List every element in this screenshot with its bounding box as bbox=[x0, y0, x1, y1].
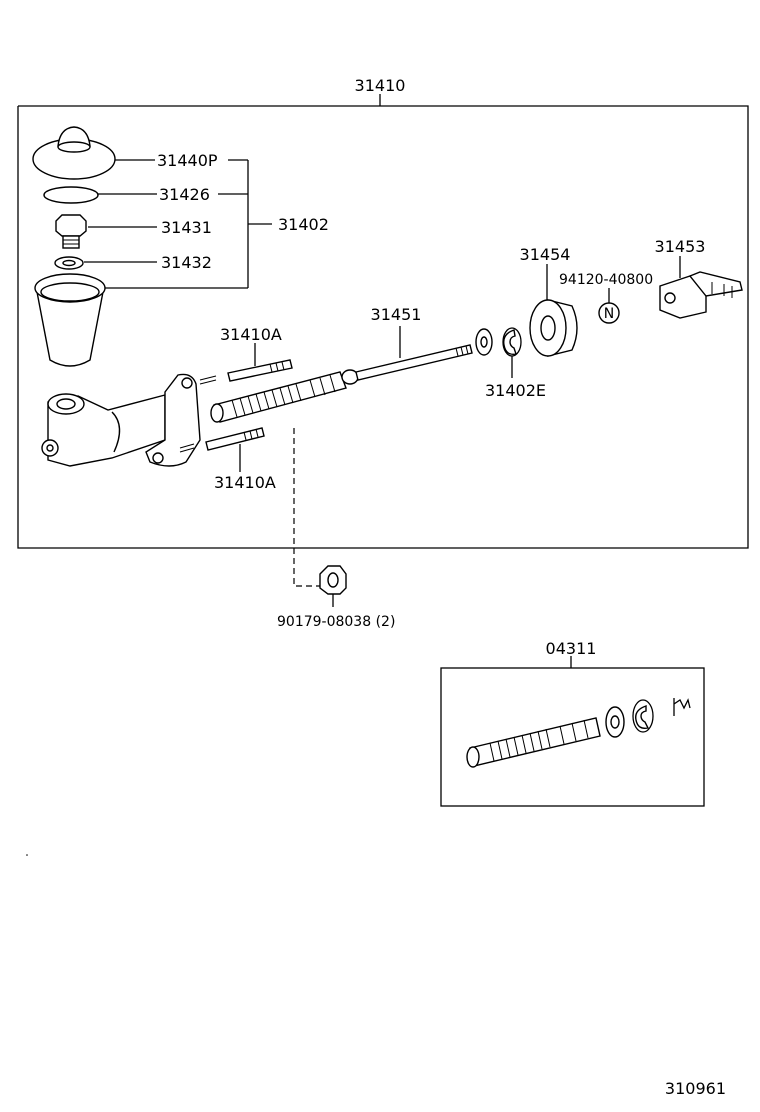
label-stud-lower: 31410A bbox=[214, 473, 276, 492]
label-kit: 04311 bbox=[546, 639, 597, 658]
kit-washer-part bbox=[605, 706, 625, 738]
label-union-bolt: 31431 bbox=[161, 218, 212, 237]
label-stud-upper: 31410A bbox=[220, 325, 282, 344]
label-nut-part: 94120-40800 bbox=[559, 272, 653, 288]
kit-spring-clip-part bbox=[673, 698, 691, 716]
label-cap-gasket: 31426 bbox=[159, 185, 210, 204]
union-gasket-part bbox=[54, 256, 84, 270]
clevis-part bbox=[659, 271, 743, 319]
cap-gasket-part bbox=[43, 186, 99, 204]
mount-dashed-leader bbox=[293, 428, 322, 587]
label-clevis: 31453 bbox=[655, 237, 706, 256]
label-reservoir-cap: 31440P bbox=[157, 151, 218, 170]
reservoir-leaders bbox=[84, 159, 272, 289]
label-push-rod: 31451 bbox=[371, 305, 422, 324]
label-mount-nut: 90179-08038 (2) bbox=[277, 614, 395, 630]
label-union-gasket: 31432 bbox=[161, 253, 212, 272]
piston-assembly-part bbox=[210, 371, 347, 423]
snap-ring-part bbox=[502, 327, 522, 357]
boot-part bbox=[529, 299, 578, 357]
nut-marker: N bbox=[598, 302, 620, 324]
assembly-frame bbox=[17, 94, 749, 549]
washer-part bbox=[475, 328, 493, 356]
cylinder-body-part bbox=[41, 373, 217, 467]
mount-nut-part bbox=[319, 565, 347, 595]
label-assembly: 31410 bbox=[355, 76, 406, 95]
label-reservoir-set: 31402 bbox=[278, 215, 329, 234]
diagram-id: 310961 bbox=[665, 1079, 726, 1098]
kit-piston-part bbox=[466, 717, 601, 768]
reservoir-part bbox=[34, 273, 106, 367]
stud-lower-part bbox=[205, 427, 265, 451]
push-rod-part bbox=[341, 344, 473, 385]
label-boot: 31454 bbox=[520, 245, 571, 264]
stray-mark bbox=[26, 854, 28, 856]
kit-frame bbox=[440, 656, 705, 807]
union-bolt-part bbox=[55, 214, 87, 249]
stud-upper-part bbox=[227, 359, 293, 382]
nut-marker-letter: N bbox=[604, 306, 614, 322]
label-snap-ring: 31402E bbox=[485, 381, 546, 400]
kit-snap-ring-part bbox=[632, 699, 654, 733]
reservoir-cap-part bbox=[32, 126, 116, 180]
